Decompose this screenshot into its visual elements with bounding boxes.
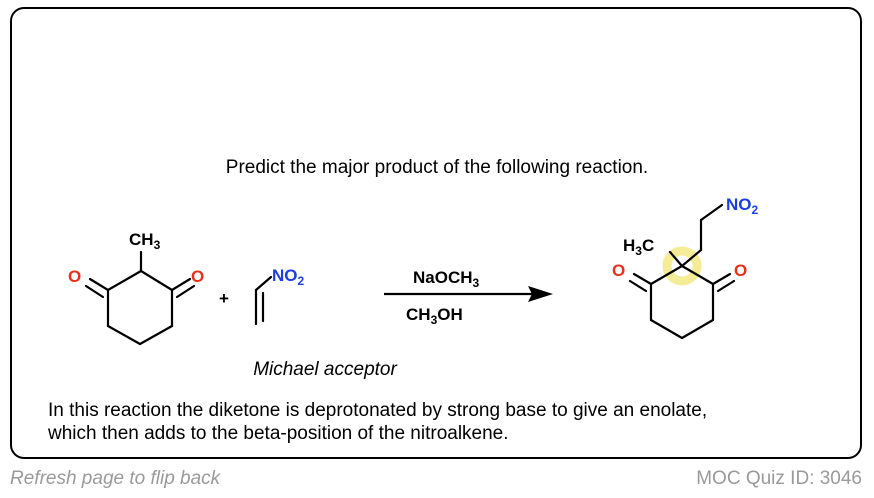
carbonyl-bond bbox=[88, 277, 110, 292]
product-nitro-label: NO2 bbox=[726, 195, 759, 217]
ring-bond bbox=[649, 318, 684, 340]
carbonyl-bond bbox=[170, 277, 192, 292]
sidechain-bond bbox=[680, 248, 703, 268]
ring-bond bbox=[680, 264, 715, 286]
nitroalkene-reactant bbox=[254, 275, 273, 326]
alkene-bond bbox=[254, 275, 273, 292]
diketone-reactant bbox=[84, 250, 196, 346]
question-prompt: Predict the major product of the followi… bbox=[226, 157, 648, 178]
oxygen-label-right: O bbox=[191, 267, 204, 286]
methyl-label: CH3 bbox=[129, 230, 161, 252]
oxygen-label-left: O bbox=[68, 267, 81, 286]
carbonyl-bond bbox=[84, 284, 105, 299]
carbonyl-bond bbox=[716, 279, 736, 293]
plus-sign: + bbox=[219, 289, 229, 308]
refresh-hint: Refresh page to flip back bbox=[10, 468, 221, 489]
ring-bond bbox=[139, 269, 174, 292]
ring-bond bbox=[649, 264, 684, 286]
explanation-line-1: In this reaction the diketone is deproto… bbox=[48, 400, 707, 421]
michael-acceptor-label: Michael acceptor bbox=[253, 359, 397, 380]
carbonyl-bond bbox=[175, 284, 196, 299]
arrow-head bbox=[528, 286, 553, 302]
explanation-line-2: which then adds to the beta-position of … bbox=[47, 423, 509, 444]
solvent-reagent: CH3OH bbox=[406, 305, 463, 327]
quiz-card bbox=[10, 7, 862, 459]
base-reagent: NaOCH3 bbox=[413, 268, 480, 290]
michael-adduct-product bbox=[628, 203, 736, 340]
product-methyl-label: H3C bbox=[623, 236, 654, 258]
carbonyl-bond bbox=[628, 279, 648, 293]
carbonyl-bond bbox=[632, 272, 653, 286]
ring-bond bbox=[106, 269, 143, 292]
product-oxygen-right: O bbox=[734, 261, 747, 280]
ring-bond bbox=[680, 318, 715, 340]
carbonyl-bond bbox=[711, 272, 732, 286]
product-oxygen-left: O bbox=[612, 261, 625, 280]
new-bond-highlight bbox=[662, 246, 702, 286]
quiz-id: MOC Quiz ID: 3046 bbox=[696, 468, 862, 489]
nitro-group-label: NO2 bbox=[272, 266, 305, 288]
ring-bond bbox=[138, 324, 174, 346]
sidechain-bond bbox=[699, 203, 724, 222]
ring-bond bbox=[106, 324, 142, 346]
methyl-bond bbox=[668, 250, 684, 268]
